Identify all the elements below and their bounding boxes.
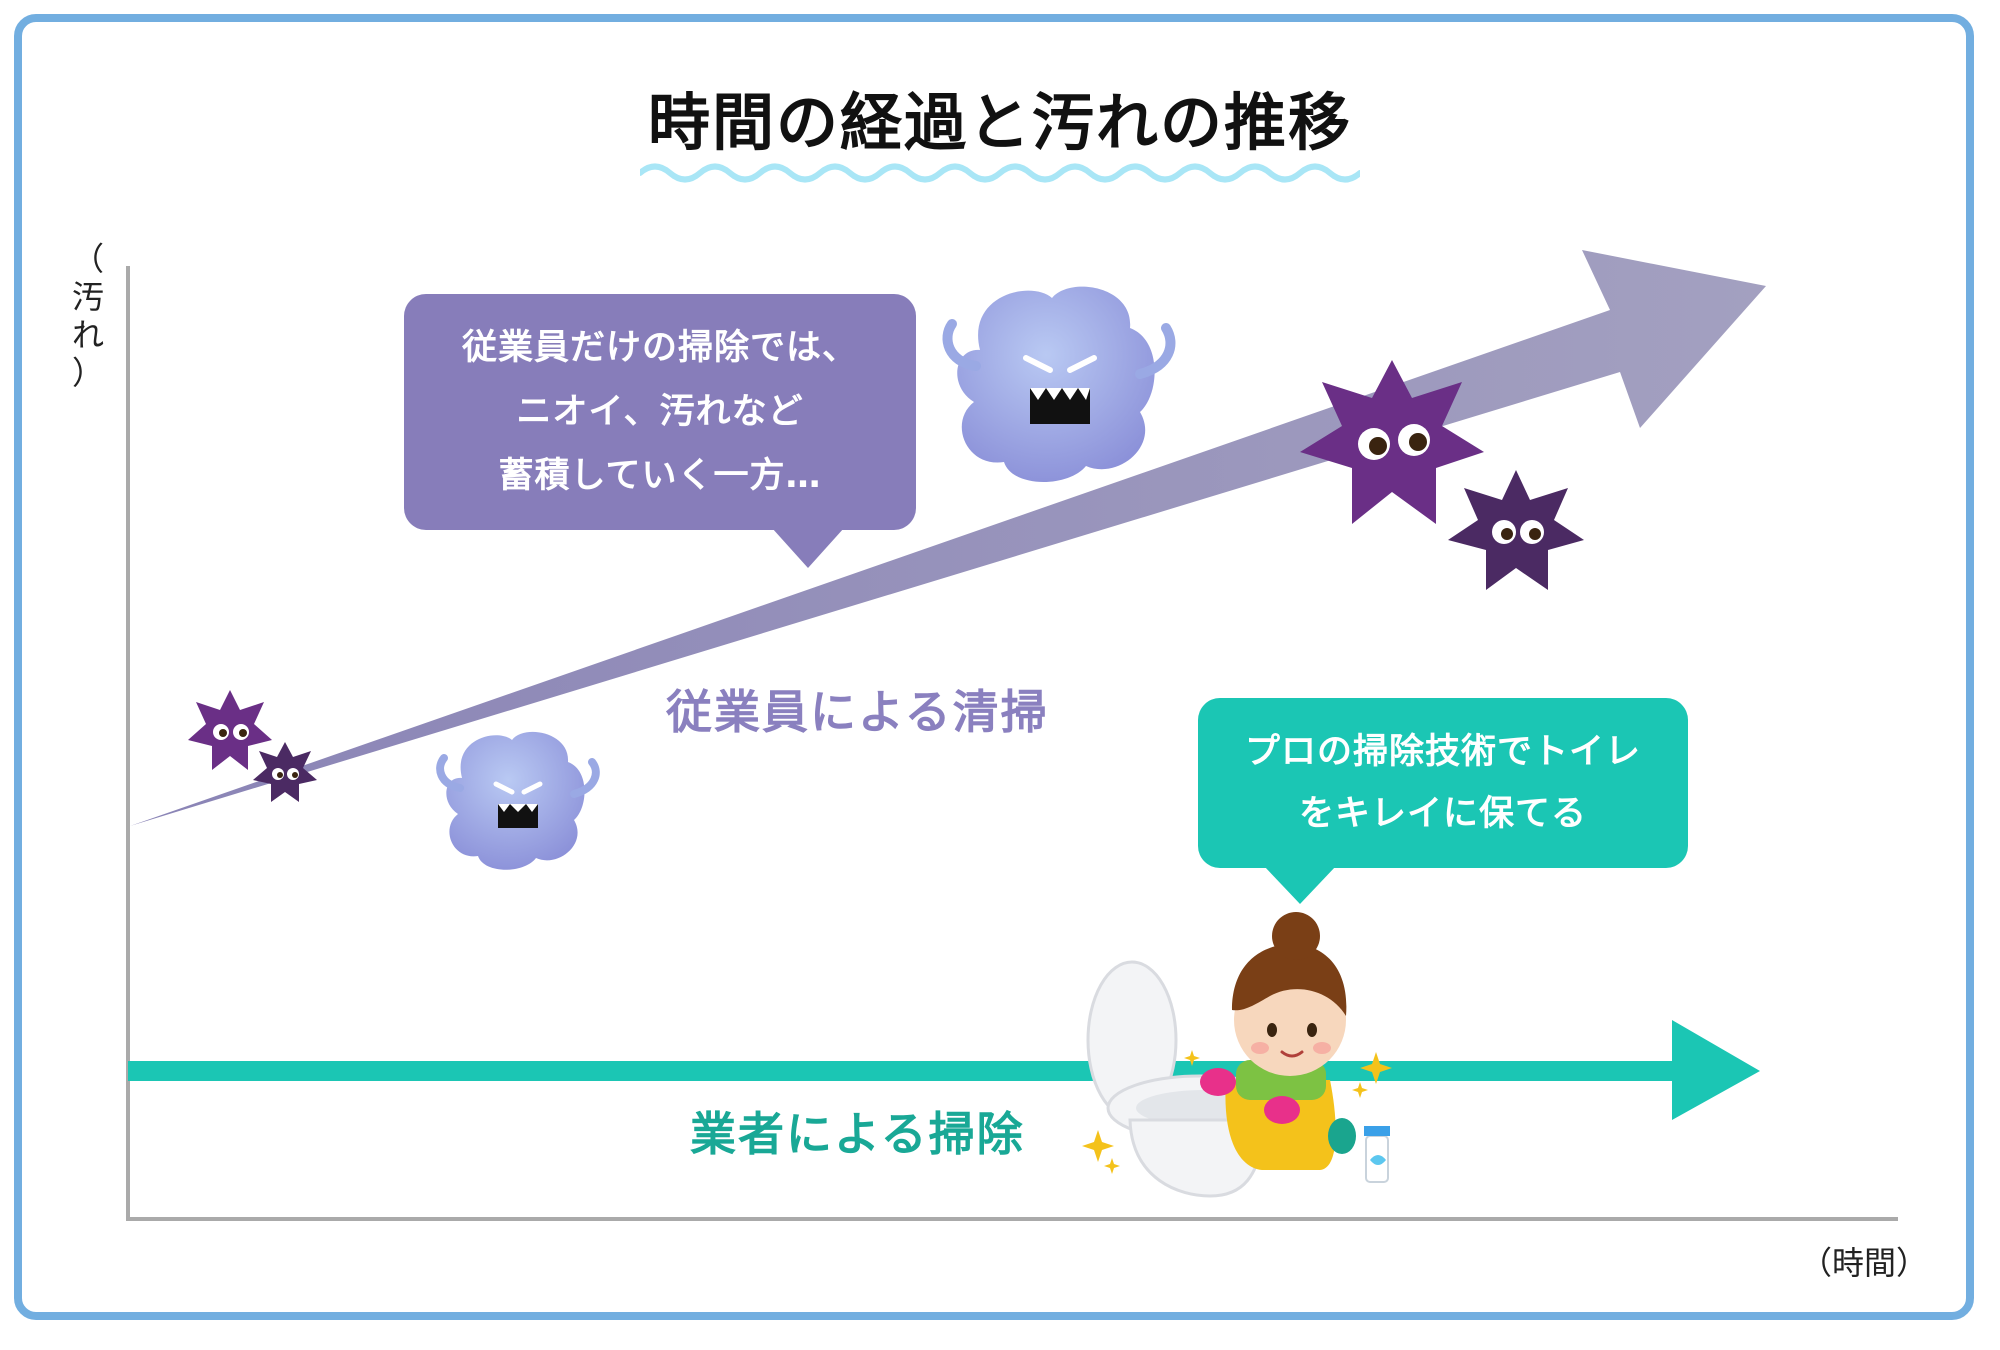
spray-bottle-icon: [1364, 1126, 1390, 1183]
page-title: 時間の経過と汚れの推移: [647, 86, 1352, 159]
vendor-series-label: 業者による掃除: [690, 1107, 1025, 1161]
germ-icon: [1300, 360, 1484, 524]
sparkle-icon: [1082, 1050, 1392, 1174]
cloud-monster-icon: [942, 286, 1176, 483]
outer-frame: [14, 14, 1974, 1320]
y-axis-label: （ 汚 れ ）: [72, 240, 105, 392]
germ-icon: [188, 690, 272, 770]
vendor-trend-arrow: [128, 1020, 1760, 1120]
x-axis-label: （時間）: [1800, 1244, 1929, 1282]
cleaner-woman-icon: [1200, 912, 1356, 1170]
germ-icon: [1448, 470, 1584, 590]
germ-icon: [253, 742, 317, 802]
cloud-monster-icon: [436, 731, 600, 870]
employee-speech-bubble: 従業員だけの掃除では、 ニオイ、汚れなど 蓄積していく一方…: [404, 294, 916, 568]
employee-series-label: 従業員による清掃: [666, 685, 1049, 739]
title-wave-decoration: [640, 163, 1360, 183]
vendor-speech-bubble: プロの掃除技術でトイレ をキレイに保てる: [1198, 698, 1688, 904]
